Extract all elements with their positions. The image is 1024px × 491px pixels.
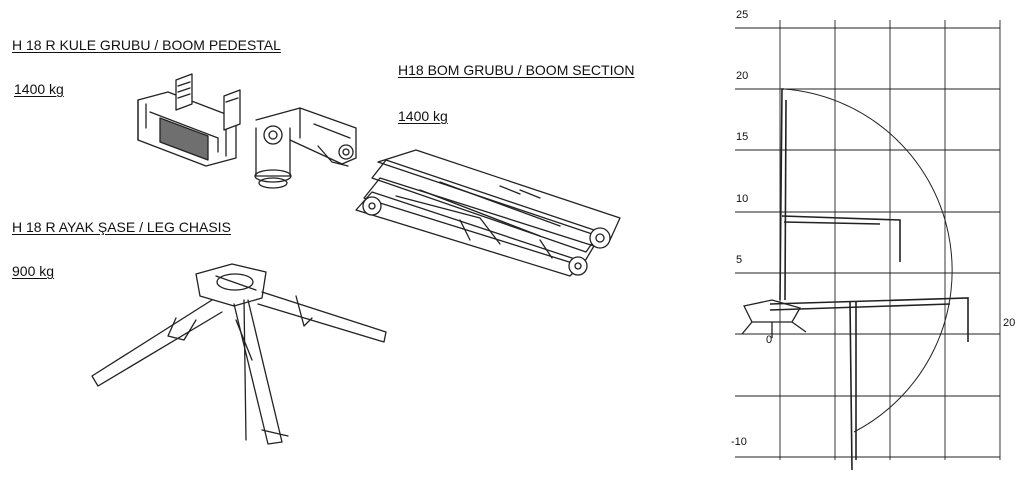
y-tick-label: 0 — [766, 334, 773, 346]
y-tick-label: 15 — [736, 131, 749, 143]
y-tick-label: 10 — [736, 193, 749, 205]
y-tick-label: 20 — [736, 70, 749, 82]
pedestal-weight: 1400 kg — [14, 81, 64, 97]
chassis-title: H 18 R AYAK ŞASE / LEG CHASIS — [12, 219, 231, 235]
y-tick-label: -10 — [731, 436, 747, 448]
reach-diagram — [735, 20, 1001, 471]
boom-pedestal-drawing — [137, 73, 357, 189]
chassis-weight: 900 kg — [12, 263, 55, 279]
pedestal-title: H 18 R KULE GRUBU / BOOM PEDESTAL — [12, 37, 281, 53]
boom-title: H18 BOM GRUBU / BOOM SECTION — [398, 62, 635, 78]
y-tick-label: 5 — [736, 254, 743, 266]
y-tick-label: 25 — [736, 9, 749, 21]
x-tick-label: 20 — [1003, 317, 1016, 329]
boom-section-drawing — [355, 149, 621, 277]
boom-weight: 1400 kg — [398, 108, 448, 124]
leg-chassis-drawing — [91, 263, 387, 445]
